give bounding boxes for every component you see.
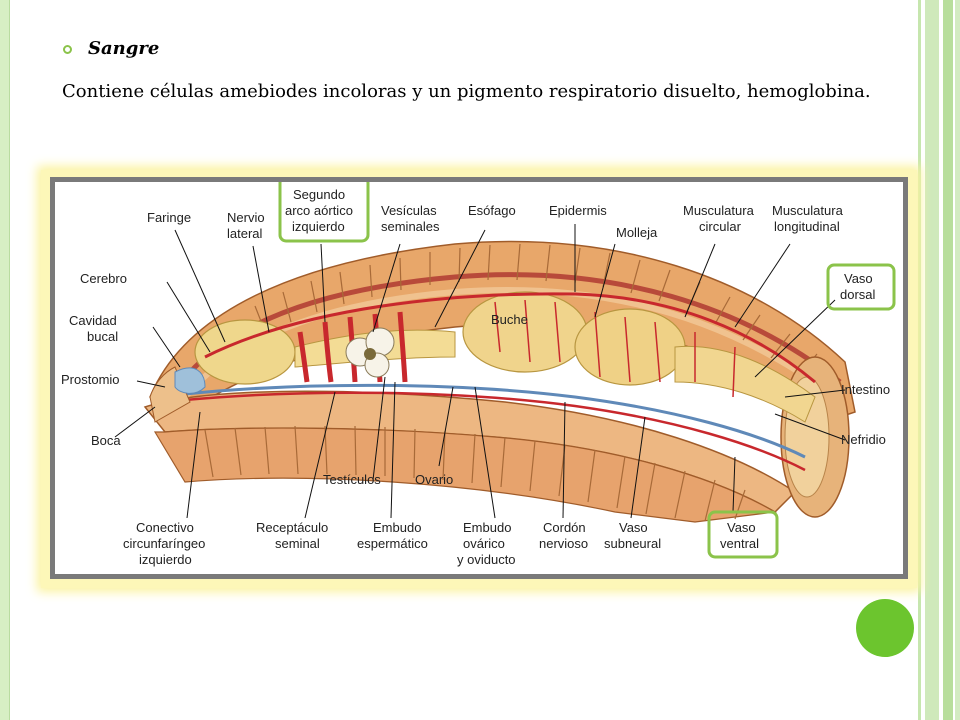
label-embudo-ovarico: Embudo [463,520,511,535]
svg-text:subneural: subneural [604,536,661,551]
right-border-decoration [918,0,960,720]
label-vaso-ventral: Vaso [727,520,756,535]
slide-body-text: Contiene células amebiodes incoloras y u… [62,81,871,102]
label-cavidad-bucal: Cavidad [69,313,117,328]
label-vaso-dorsal: Vaso [844,271,873,286]
earthworm-anatomy-diagram: Faringe Nervio lateral Segundo arco aórt… [61,182,896,567]
svg-text:izquierdo: izquierdo [292,219,345,234]
svg-text:dorsal: dorsal [840,287,876,302]
svg-text:circular: circular [699,219,742,234]
earthworm-figure-frame: Faringe Nervio lateral Segundo arco aórt… [50,177,908,579]
svg-text:longitudinal: longitudinal [774,219,840,234]
seminal-vesicle [345,327,395,378]
svg-text:circunfaríngeo: circunfaríngeo [123,536,205,551]
label-cerebro: Cerebro [80,271,127,286]
slide-heading: Sangre [88,38,160,59]
label-buche: Buche [491,312,528,327]
label-prostomio: Prostomio [61,372,120,387]
highlight-box-segundo-arco [278,182,370,243]
decorative-green-circle [856,599,914,657]
label-faringe: Faringe [147,210,191,225]
svg-text:seminales: seminales [381,219,440,234]
svg-text:y oviducto: y oviducto [457,552,516,567]
label-segundo-arco: Segundo [293,187,345,202]
earthworm-figure: Faringe Nervio lateral Segundo arco aórt… [55,182,903,574]
label-nervio-lateral: Nervio [227,210,265,225]
label-nefridio: Nefridio [841,432,886,447]
label-cordon-nervioso: Cordón [543,520,586,535]
label-musculatura-longitudinal: Musculatura [772,203,844,218]
svg-text:nervioso: nervioso [539,536,588,551]
bullet-icon [63,45,72,54]
label-conectivo: Conectivo [136,520,194,535]
label-musculatura-circular: Musculatura [683,203,755,218]
label-vesiculas: Vesículas [381,203,437,218]
label-ovario: Ovario [415,472,453,487]
label-esofago: Esófago [468,203,516,218]
highlight-box-vaso-ventral [707,510,779,559]
svg-text:ventral: ventral [720,536,759,551]
svg-text:arco aórtico: arco aórtico [285,203,353,218]
svg-text:izquierdo: izquierdo [139,552,192,567]
svg-text:ovárico: ovárico [463,536,505,551]
highlight-box-vaso-dorsal [826,263,896,311]
svg-text:seminal: seminal [275,536,320,551]
label-epidermis: Epidermis [549,203,607,218]
label-boca: Boca [91,433,121,448]
label-intestino: Intestino [841,382,890,397]
label-vaso-subneural: Vaso [619,520,648,535]
svg-text:espermático: espermático [357,536,428,551]
left-border-decoration [0,0,10,720]
svg-text:lateral: lateral [227,226,263,241]
label-receptaculo-seminal: Receptáculo [256,520,328,535]
label-testiculos: Testículos [323,472,381,487]
label-molleja: Molleja [616,225,658,240]
svg-text:bucal: bucal [87,329,118,344]
label-embudo-espermatico: Embudo [373,520,421,535]
